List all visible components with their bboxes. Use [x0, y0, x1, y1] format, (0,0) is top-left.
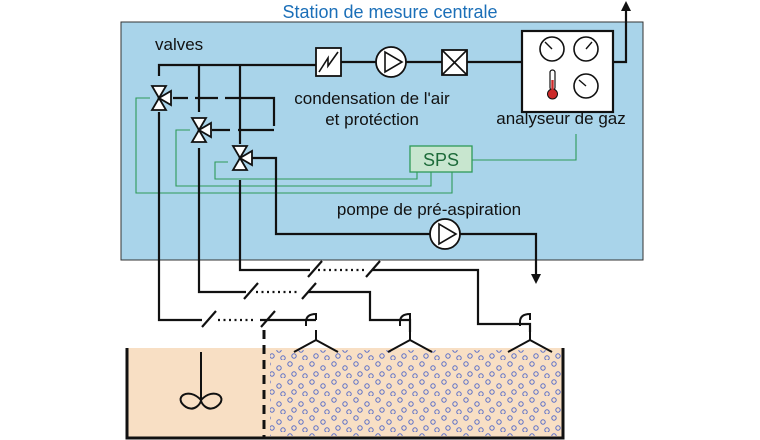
suction-hood-icon	[507, 312, 553, 353]
pump-icon	[429, 218, 461, 250]
suction-hood-icon	[293, 312, 339, 353]
three-way-valve-icon	[150, 85, 172, 111]
three-way-valve-icon	[231, 145, 253, 171]
control-wiring	[135, 97, 577, 194]
sps-label: SPS	[423, 150, 459, 170]
tank	[125, 330, 565, 440]
valves-label: valves	[155, 35, 203, 54]
bubble-zone	[270, 350, 561, 436]
stirrer-icon	[179, 352, 223, 410]
condensation-label-line1: condensation de l'air	[294, 89, 450, 108]
analyzer-label: analyseur de gaz	[496, 109, 625, 128]
filter-icon	[441, 49, 468, 76]
gauge-icon	[573, 73, 599, 99]
pipe-network	[157, 10, 628, 332]
condenser-icon	[315, 47, 342, 77]
pipe-break-markers	[201, 260, 381, 328]
arrow-up-icon	[621, 1, 631, 11]
pre-pump-label: pompe de pré-aspiration	[337, 200, 521, 219]
gas-analyzer	[520, 29, 615, 114]
three-way-valve-icon	[190, 117, 212, 143]
pump-icon	[375, 46, 407, 78]
sps-controller	[409, 145, 473, 173]
station-title: Station de mesure centrale	[282, 2, 497, 22]
suction-hood-icon	[387, 312, 433, 353]
gauge-icon	[573, 36, 599, 62]
arrow-down-icon	[531, 274, 541, 284]
gauge-icon	[539, 36, 565, 62]
thermometer-icon	[547, 69, 558, 100]
condensation-label-line2: et protéction	[325, 110, 419, 129]
